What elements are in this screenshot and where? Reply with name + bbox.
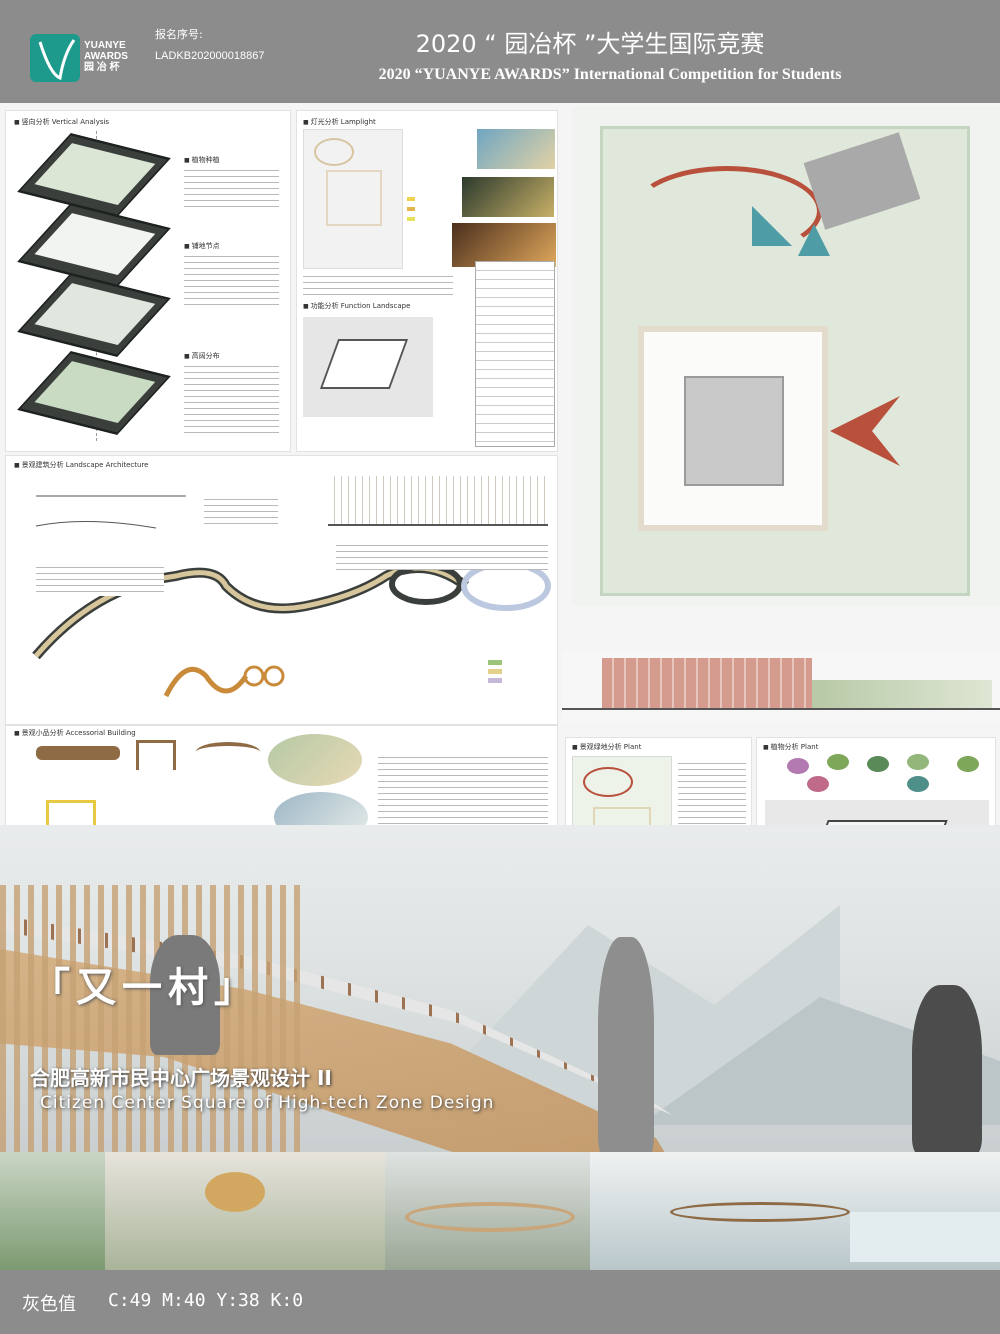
render-strip-1 bbox=[0, 1152, 105, 1270]
text-block bbox=[336, 542, 548, 570]
iso-layer-3 bbox=[17, 273, 171, 357]
night-render-2 bbox=[462, 177, 554, 217]
section-title-lamplight: 灯光分析 Lamplight bbox=[303, 117, 376, 127]
swing-model bbox=[136, 740, 176, 770]
building-courtyard bbox=[638, 326, 828, 531]
master-plan bbox=[572, 106, 1000, 606]
lamplight-legend bbox=[407, 191, 437, 251]
logo-mark-icon bbox=[30, 34, 80, 82]
text-block bbox=[184, 167, 279, 207]
render-oval-1 bbox=[268, 734, 362, 786]
arch-model bbox=[196, 742, 260, 762]
section-title-plant-species: 植物分析 Plant bbox=[763, 742, 819, 752]
render-strip-3 bbox=[385, 1152, 590, 1270]
grey-value-cmyk: C:49 M:40 Y:38 K:0 bbox=[108, 1290, 304, 1311]
text-block bbox=[378, 754, 548, 834]
night-render-3 bbox=[452, 223, 556, 267]
hero-title-chinese: 合肥高新市民中心广场景观设计 II bbox=[30, 1066, 332, 1090]
registration-number: LADKB202000018867 bbox=[155, 50, 265, 62]
landscape-architecture-panel: 景观建筑分析 Landscape Architecture bbox=[5, 455, 558, 725]
bench-model bbox=[36, 746, 120, 760]
elevation-strip bbox=[562, 650, 1000, 722]
registration-label: 报名序号: bbox=[155, 28, 203, 41]
section-title-vertical: 竖向分析 Vertical Analysis bbox=[14, 117, 110, 127]
text-block bbox=[184, 363, 279, 435]
render-strip-4 bbox=[590, 1152, 1000, 1270]
man-figure bbox=[912, 985, 982, 1155]
section-title-accessorial: 景观小品分析 Accessorial Building bbox=[14, 728, 136, 738]
iso-layer-1 bbox=[17, 133, 171, 217]
bridge-legend bbox=[488, 656, 548, 696]
photographer-figure bbox=[150, 935, 220, 1055]
hero-title-english: Citizen Center Square of High-tech Zone … bbox=[40, 1093, 495, 1113]
text-block bbox=[36, 564, 164, 596]
function-table bbox=[475, 261, 555, 447]
footer-bar: 灰色值 C:49 M:40 Y:38 K:0 bbox=[0, 1270, 1000, 1334]
red-path bbox=[632, 166, 822, 256]
hero-title-big: 「又一村」 bbox=[30, 965, 260, 1011]
note-paving: 铺地节点 bbox=[184, 241, 220, 251]
hero-render bbox=[0, 825, 1000, 1155]
title-english: 2020 “YUANYE AWARDS” International Compe… bbox=[378, 66, 842, 83]
note-plant: 植物种植 bbox=[184, 155, 220, 165]
section-elevation bbox=[328, 476, 548, 526]
text-block bbox=[204, 496, 278, 526]
lamplight-panel: 灯光分析 Lamplight 功能分析 Function Landscape bbox=[296, 110, 558, 452]
grey-value-label: 灰色值 bbox=[22, 1294, 76, 1315]
tree-icons bbox=[787, 754, 987, 794]
woman-figure bbox=[598, 937, 654, 1155]
section-title-landscape: 景观建筑分析 Landscape Architecture bbox=[14, 460, 149, 470]
section-title-plant-green: 景观绿地分析 Plant bbox=[572, 742, 642, 752]
iso-layer-2 bbox=[17, 203, 171, 287]
text-block bbox=[184, 253, 279, 309]
iso-layer-4 bbox=[17, 351, 171, 435]
text-block bbox=[303, 273, 453, 295]
note-elevation: 高阔分布 bbox=[184, 351, 220, 361]
section-title-function: 功能分析 Function Landscape bbox=[303, 301, 411, 311]
render-strip-2 bbox=[105, 1152, 385, 1270]
lamplight-plan bbox=[303, 129, 403, 269]
vertical-analysis-panel: 竖向分析 Vertical Analysis 植物种植 铺地节点 高阔分布 bbox=[5, 110, 291, 452]
function-diagram bbox=[303, 317, 433, 417]
night-render-1 bbox=[477, 129, 555, 169]
title-chinese: 2020 “ 园冶杯 ”大学生国际竞赛 bbox=[415, 30, 765, 58]
